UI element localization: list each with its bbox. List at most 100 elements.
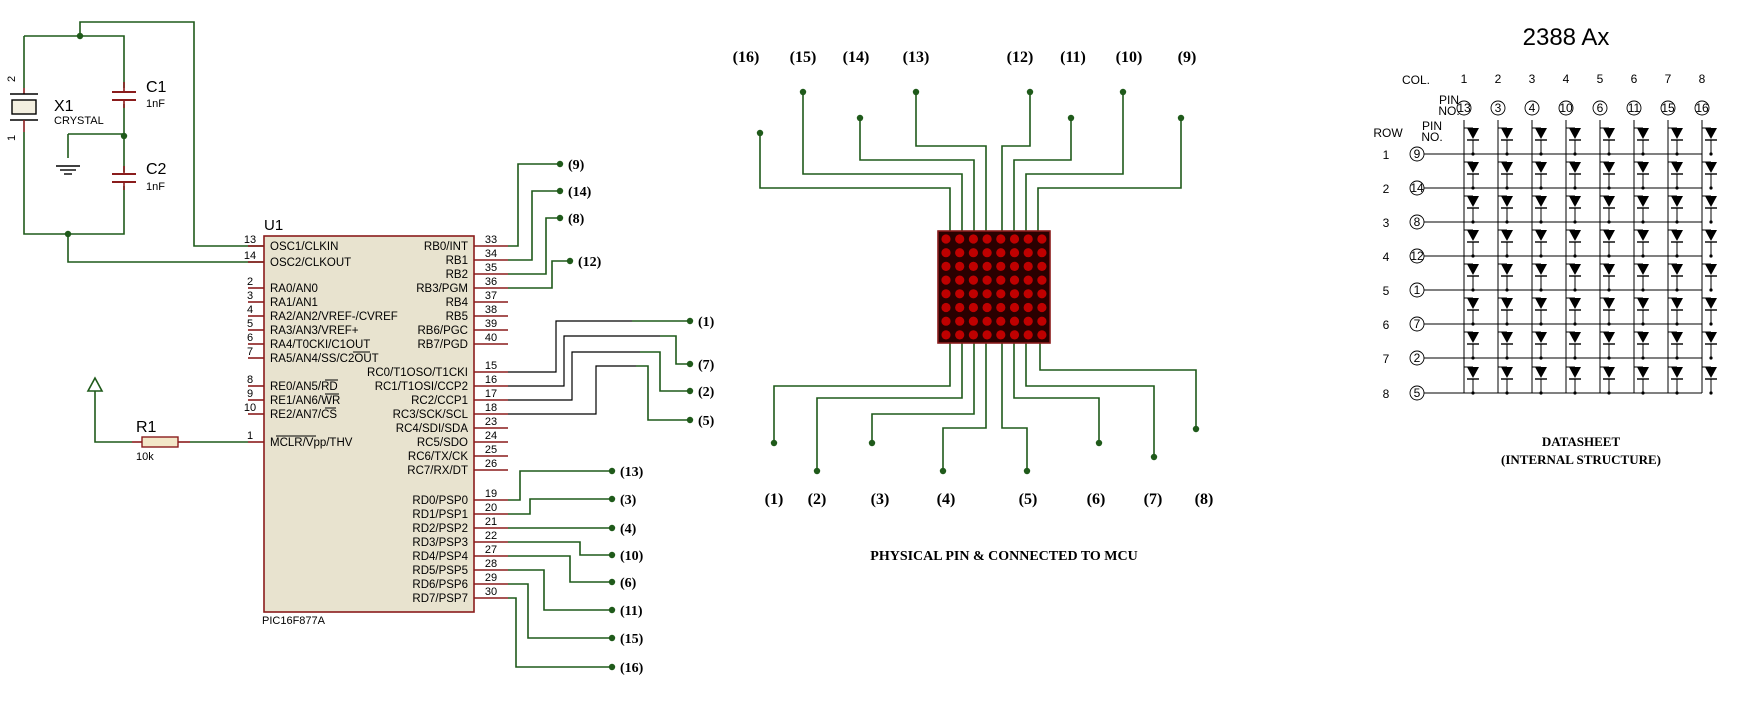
mcu-right-pin-number: 17 (485, 388, 497, 400)
junction-dot (1539, 254, 1543, 258)
mcu-right-pin-name: RD7/PSP7 (412, 593, 468, 605)
matrix-caption: PHYSICAL PIN & CONNECTED TO MCU (870, 549, 1137, 564)
matrix-bottom-wire (942, 343, 987, 471)
datasheet-row-pin-number: 9 (1414, 147, 1421, 161)
junction-dot (1471, 356, 1475, 360)
diode-icon (1467, 162, 1479, 173)
mcu-right-pin-number: 21 (485, 516, 497, 528)
datasheet-col-pin-number: 15 (1661, 101, 1675, 115)
net-wire (508, 163, 560, 247)
matrix-led (1037, 289, 1047, 299)
matrix-led (996, 330, 1006, 340)
diode-icon (1467, 264, 1479, 275)
net-label: (8) (568, 212, 585, 227)
diode-icon (1467, 298, 1479, 309)
matrix-top-wire (802, 92, 963, 231)
datasheet-col-pin-number: 11 (1628, 101, 1641, 115)
junction-dot (1607, 254, 1611, 258)
matrix-bottom-terminal-dot (1023, 467, 1031, 475)
diode-icon (1501, 298, 1513, 309)
diode-icon (1569, 162, 1581, 173)
matrix-led (955, 275, 965, 285)
matrix-top-wire (915, 92, 987, 231)
matrix-led (1009, 330, 1020, 340)
net-terminal-dot (556, 187, 564, 195)
junction-dot (1573, 254, 1577, 258)
mcu-right-pin-number: 39 (485, 318, 497, 330)
net-terminal-dot (608, 663, 616, 671)
net-label: (5) (698, 414, 715, 429)
mcu-left-pin-name: RA5/AN4/SS/C2OUT (270, 353, 379, 365)
mcu-right-pin-number: 29 (485, 572, 497, 584)
mcu-left-pin-number: 10 (244, 402, 256, 414)
matrix-led (1037, 275, 1047, 285)
junction-dot (1675, 391, 1679, 395)
cap2-value: 1nF (146, 181, 165, 193)
matrix-top-terminal-dot (912, 88, 920, 96)
junction-dot (1607, 288, 1611, 292)
datasheet-row-number: 8 (1383, 387, 1390, 401)
mcu-pins: 13OSC1/CLKIN14OSC2/CLKOUT2RA0/AN03RA1/AN… (244, 234, 508, 605)
mcu-right-pin-name: RC7/RX/DT (407, 465, 468, 477)
mcu-part: PIC16F877A (262, 615, 326, 627)
matrix-led (941, 275, 951, 285)
matrix-bottom-terminal-dot (868, 439, 876, 447)
ground-icon (56, 165, 80, 175)
junction-dot (1607, 322, 1611, 326)
diode-icon (1603, 128, 1615, 139)
diode-icon (1501, 367, 1513, 378)
matrix-top-label: (11) (1060, 49, 1086, 66)
datasheet-pin-label: NO. (1421, 130, 1442, 144)
mcu-right-pin-name: RD2/PSP2 (412, 523, 468, 535)
diode-icon (1637, 196, 1649, 207)
matrix-led (982, 275, 992, 285)
matrix-bottom-terminal-dot (770, 439, 778, 447)
net-wire (508, 597, 612, 668)
mcu-left-pin-name: RA3/AN3/VREF+ (270, 325, 359, 337)
diode-icon (1671, 162, 1683, 173)
junction-dot (1675, 288, 1679, 292)
matrix-bottom-terminal-dot (1150, 453, 1158, 461)
mcu-left-pin-number: 13 (244, 234, 256, 246)
diode-icon (1603, 162, 1615, 173)
matrix-led (968, 289, 979, 299)
matrix-led (968, 302, 979, 313)
diode-icon (1569, 128, 1581, 139)
datasheet-col-pin-circle (1558, 100, 1574, 116)
matrix-bottom-terminal-dot (1192, 425, 1200, 433)
net-label: (6) (620, 576, 637, 591)
diode-icon (1501, 332, 1513, 343)
datasheet-col-number: 8 (1699, 72, 1706, 86)
mcu-right-pin-name: RD1/PSP1 (412, 509, 468, 521)
mcu-left-pin-name: RA2/AN2/VREF-/CVREF (270, 311, 398, 323)
crystal-value: CRYSTAL (54, 115, 104, 127)
mcu-left-pin-name: RA0/AN0 (270, 283, 318, 295)
net-label: (14) (568, 185, 592, 200)
datasheet-col-number: 2 (1495, 72, 1502, 86)
junction-dot (1471, 152, 1475, 156)
matrix-top-label: (15) (790, 49, 817, 66)
matrix-bottom-wire (1025, 343, 1155, 457)
matrix-top-terminal-dot (799, 88, 807, 96)
junction-dot (1641, 391, 1645, 395)
junction-dot (1675, 152, 1679, 156)
diode-icon (1603, 196, 1615, 207)
datasheet-col-pin-number: 10 (1559, 101, 1573, 115)
matrix-led (1023, 330, 1033, 340)
resistor-ref: R1 (136, 419, 157, 436)
junction-dot (1709, 220, 1713, 224)
diode-icon (1637, 332, 1649, 343)
datasheet-row-pin-number: 5 (1414, 386, 1421, 400)
junction-dot (1471, 288, 1475, 292)
mcu-right-pin-number: 24 (485, 430, 497, 442)
mcu-right-pin-name: RB1 (446, 255, 468, 267)
net-terminal-dot (686, 416, 694, 424)
mcu-left-pin-number: 1 (247, 430, 253, 442)
matrix-led (982, 234, 992, 244)
mcu-left-pin-name: MCLR/Vpp/THV (270, 437, 353, 449)
mcu-right-pin-number: 15 (485, 360, 497, 372)
diode-icon (1671, 196, 1683, 207)
capacitor-c2: C2 1nF (112, 161, 167, 193)
datasheet-col-pin-number: 3 (1495, 101, 1502, 115)
